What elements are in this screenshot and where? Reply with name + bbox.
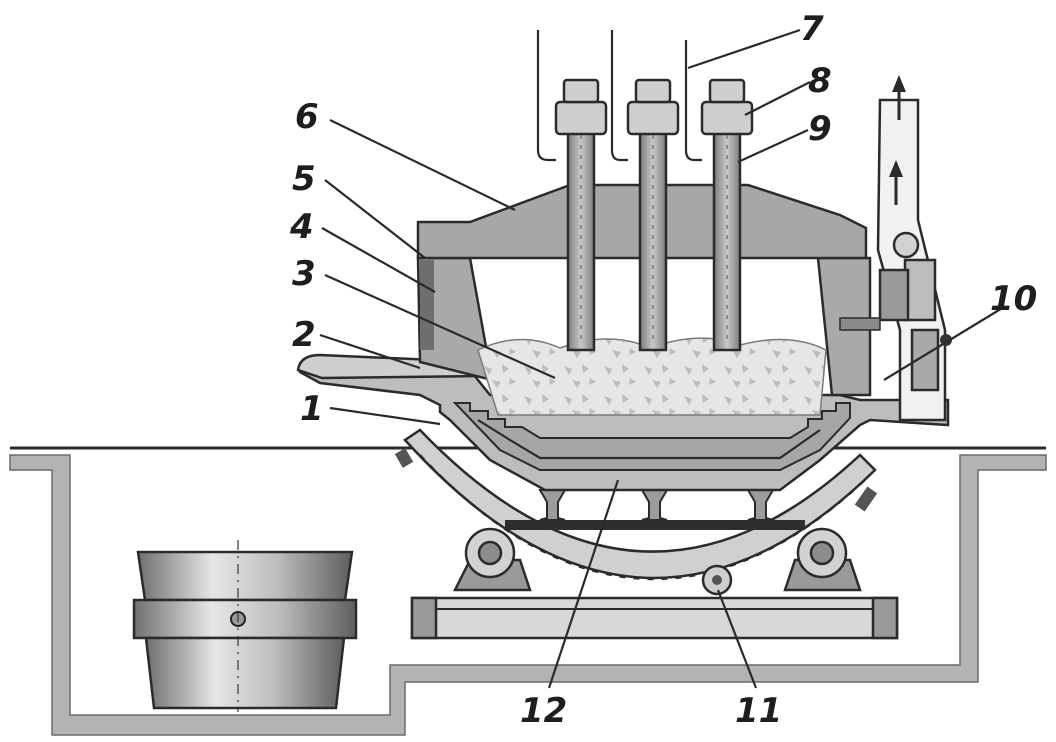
gas-exhaust-duct [876,75,952,422]
label-5: 5 [292,159,316,199]
label-8: 8 [808,61,832,101]
furnace-base-platform [410,596,899,640]
label-4: 4 [289,207,314,247]
roller-support-right [783,527,862,592]
label-10: 10 [990,279,1037,319]
working-door [839,317,881,331]
furnace-hearth-lining [452,402,851,471]
current-leads [536,30,702,162]
tilt-drive-gear [701,564,733,596]
label-9: 9 [808,109,832,149]
ladle [132,540,358,712]
cradle-pillars [538,489,775,521]
label-12: 12 [520,691,567,731]
label-11: 11 [735,691,782,731]
electrodes [566,85,742,352]
label-2: 2 [292,315,316,355]
cradle-beam [505,520,805,530]
label-7: 7 [800,9,824,49]
label-1: 1 [300,389,324,429]
label-6: 6 [295,97,319,137]
leader-lines [319,28,1005,689]
pit-wall [9,454,1047,736]
roller-support-left [452,527,532,592]
label-3: 3 [292,254,316,294]
electrode-holders [554,78,754,136]
